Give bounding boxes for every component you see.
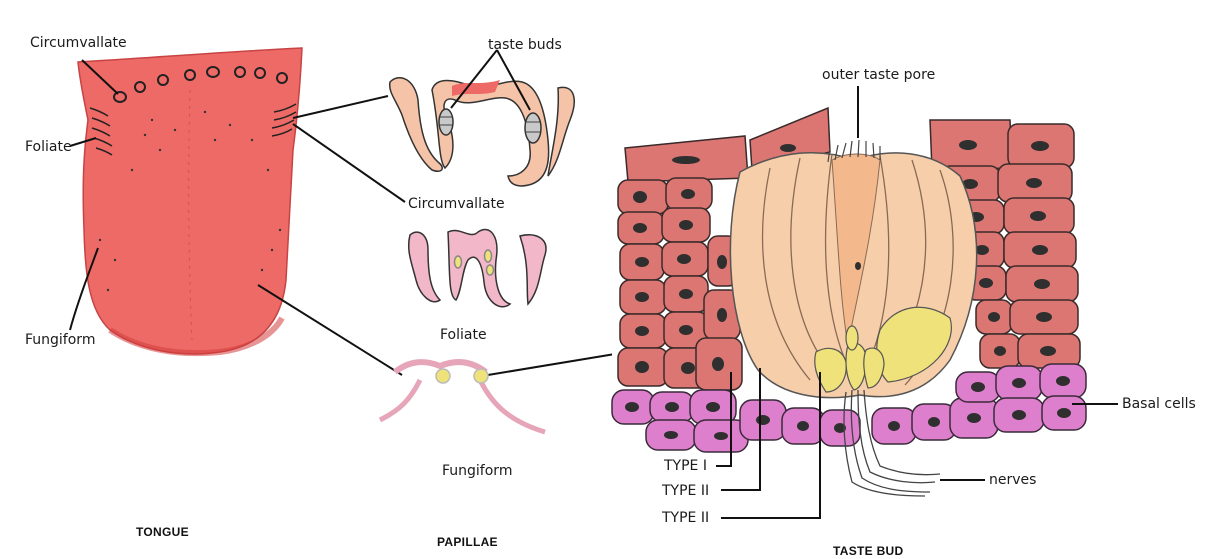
circumvallate-papilla <box>390 78 575 186</box>
foliate-papilla <box>409 230 546 307</box>
label-basal-cells: Basal cells <box>1122 397 1196 411</box>
label-taste-buds: taste buds <box>488 38 562 52</box>
label-nerves: nerves <box>989 473 1036 487</box>
label-type-2a: TYPE II <box>662 484 709 498</box>
tongue-shape <box>78 48 302 354</box>
tongue-illustration <box>78 48 302 354</box>
taste-bud-illustration <box>612 108 1086 496</box>
caption-tongue: TONGUE <box>136 526 189 538</box>
caption-papillae: PAPILLAE <box>437 536 498 548</box>
label-outer-taste-pore: outer taste pore <box>822 68 935 82</box>
label-circumvallate-papilla: Circumvallate <box>408 197 505 211</box>
label-type-2b: TYPE II <box>662 511 709 525</box>
label-foliate-tongue: Foliate <box>25 140 72 154</box>
label-foliate-papilla: Foliate <box>440 328 487 342</box>
fungiform-papilla <box>380 362 545 432</box>
label-fungiform-papilla: Fungiform <box>442 464 512 478</box>
label-type-1: TYPE I <box>664 459 707 473</box>
label-fungiform-tongue: Fungiform <box>25 333 95 347</box>
caption-taste-bud: TASTE BUD <box>833 545 903 557</box>
label-circumvallate-tongue: Circumvallate <box>30 36 127 50</box>
